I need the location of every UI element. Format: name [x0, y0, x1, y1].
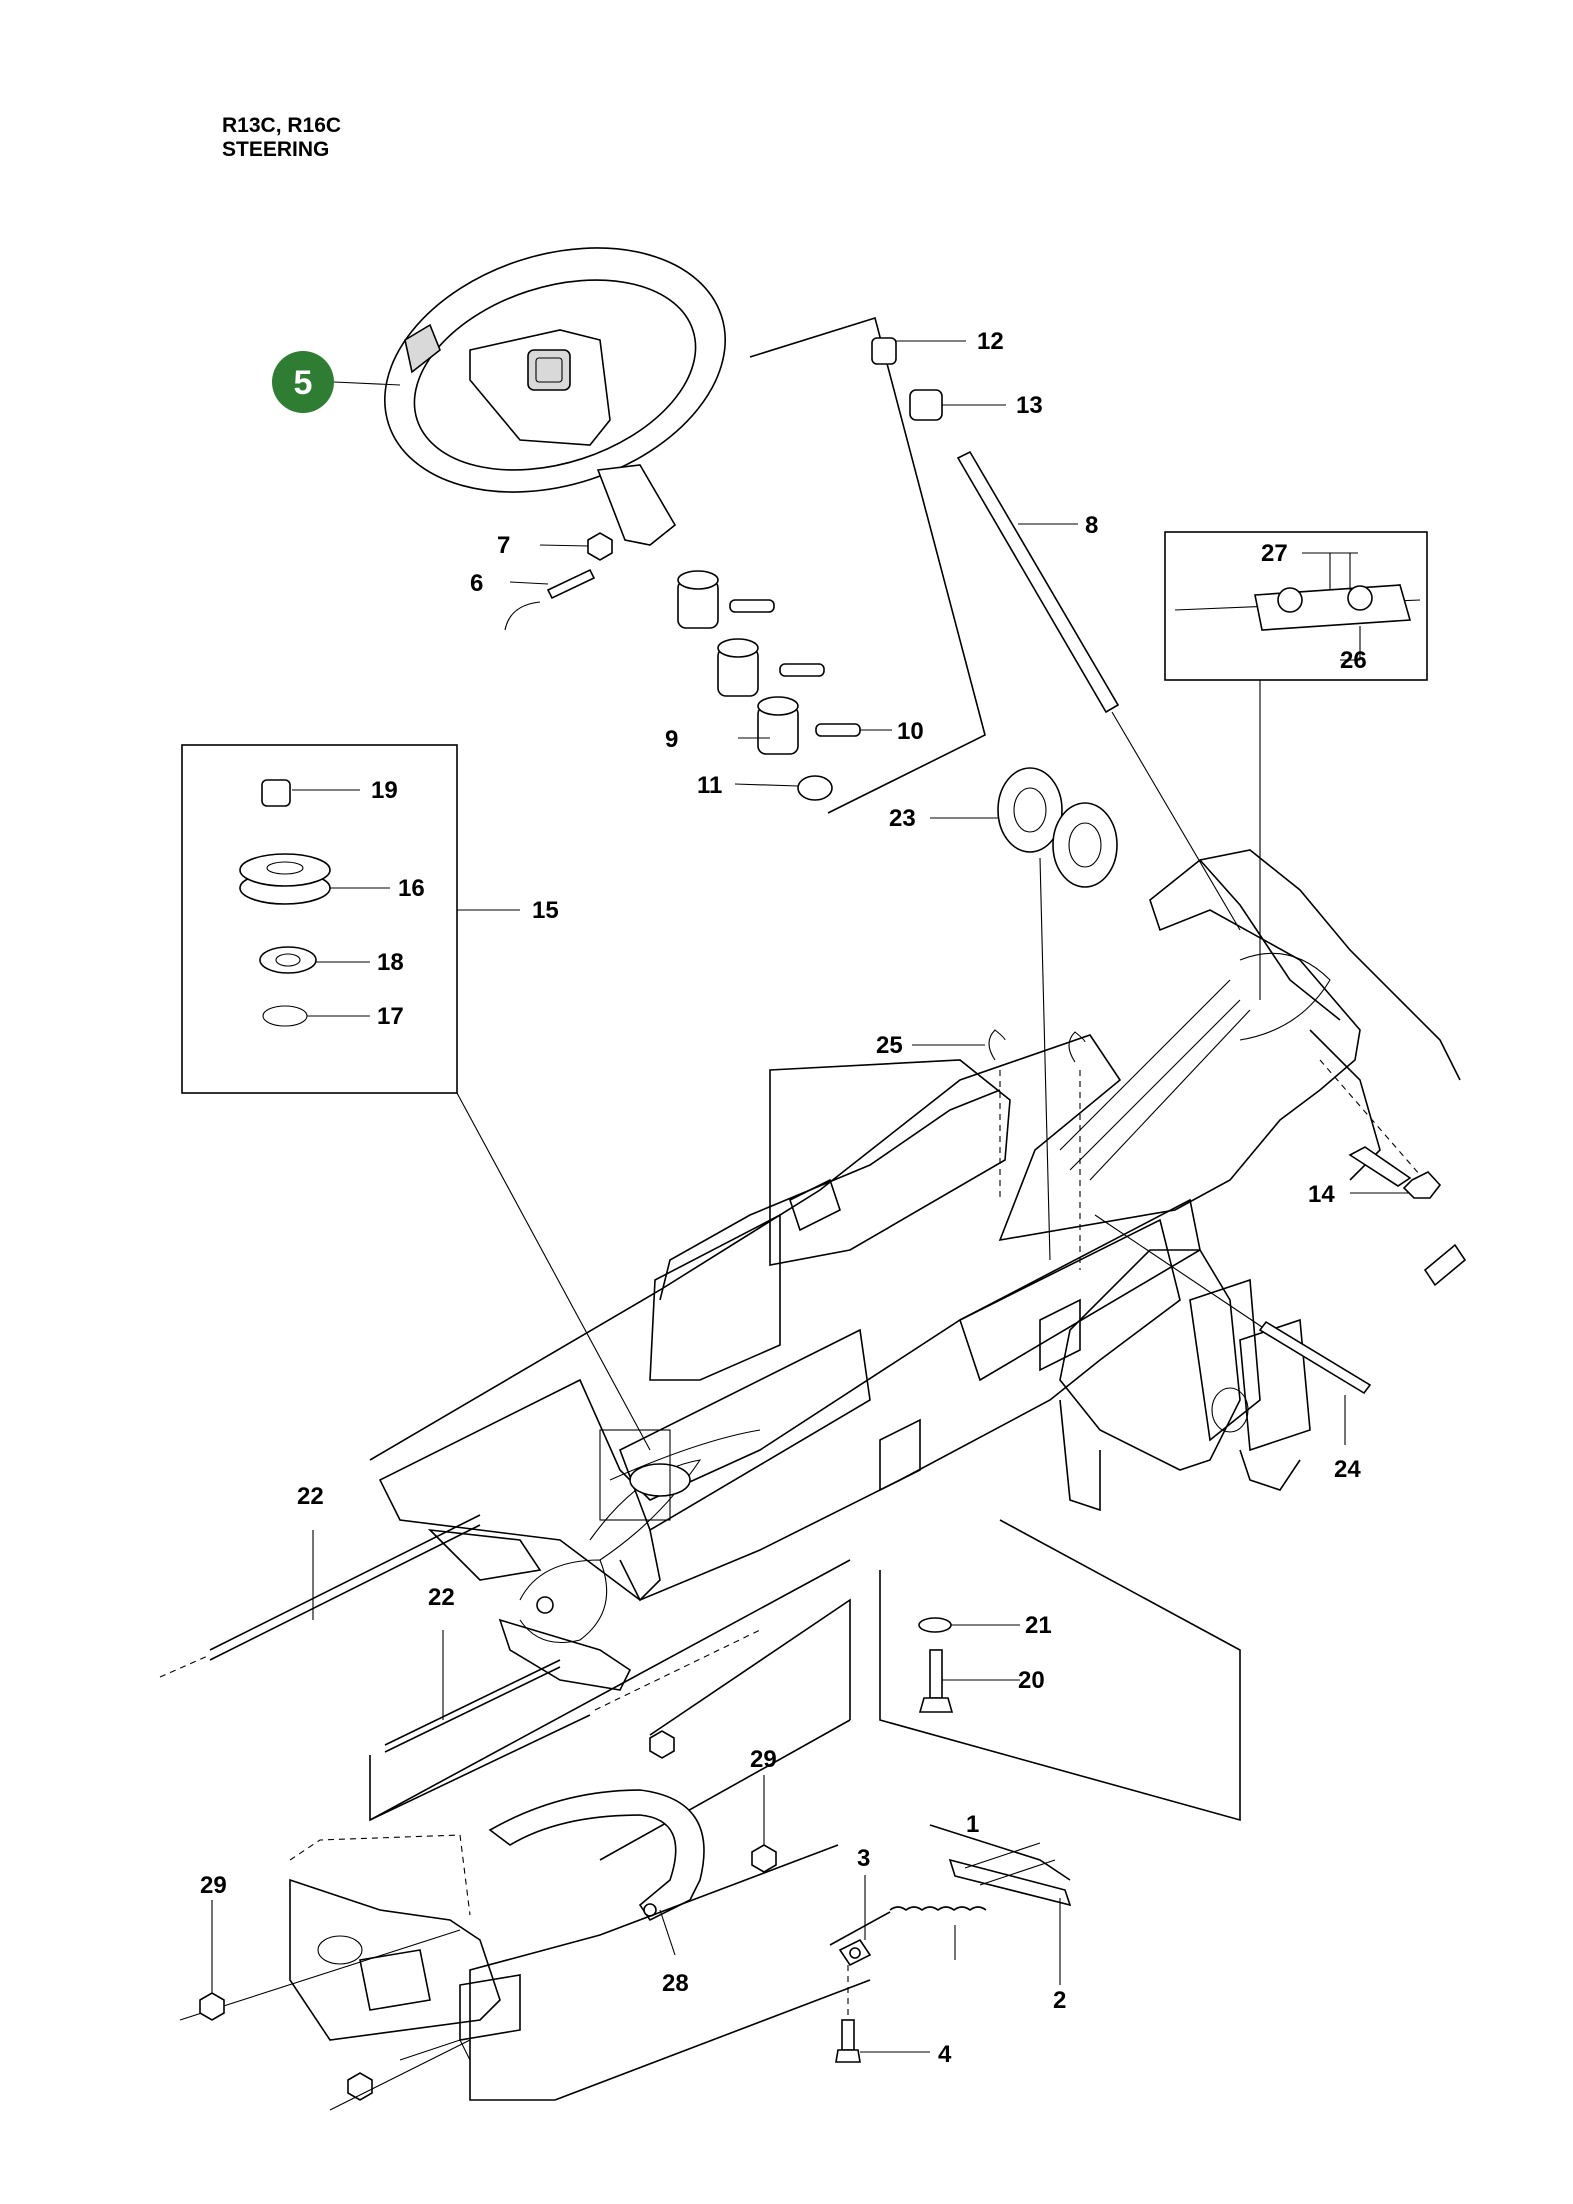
callout-28: 28 [662, 1970, 689, 1997]
callout-26: 26 [1340, 647, 1367, 674]
pulley-detail-box [181, 744, 651, 1451]
callout-29a: 29 [750, 1746, 777, 1773]
callout-badge: 5 [272, 351, 401, 413]
callout-12: 12 [977, 328, 1004, 355]
bolt-20-washer-21 [879, 1519, 1241, 1822]
strap-28 [469, 1730, 871, 2101]
callout-6: 6 [470, 570, 483, 597]
callout-15: 15 [532, 897, 559, 924]
callout-10: 10 [897, 718, 924, 745]
idler-pulleys [930, 767, 1118, 1261]
callout-20: 20 [1018, 1667, 1045, 1694]
callout-4: 4 [938, 2041, 952, 2068]
callout-23: 23 [889, 805, 916, 832]
callout-11: 11 [697, 772, 722, 799]
cable-detail-box [1164, 531, 1428, 1000]
callout-7: 7 [497, 532, 510, 559]
callout-16: 16 [398, 875, 425, 902]
tie-rods [159, 1514, 851, 1861]
clips [912, 1029, 1086, 1270]
steering-wheel [384, 247, 726, 546]
callout-24: 24 [1334, 1456, 1361, 1483]
callout-25: 25 [876, 1032, 903, 1059]
callout-27: 27 [1261, 540, 1288, 567]
callout-14: 14 [1308, 1181, 1335, 1208]
pin-24 [1094, 1214, 1372, 1445]
callout-1: 1 [966, 1811, 979, 1838]
steering-shaft [871, 337, 1241, 931]
callout-21: 21 [1025, 1612, 1052, 1639]
steering-shaft-group-frame [749, 316, 986, 814]
callout-8: 8 [1085, 512, 1098, 539]
callout-3: 3 [857, 1845, 870, 1872]
mower-frame [369, 849, 1461, 1691]
callout-2: 2 [1053, 1987, 1066, 2014]
steering-collars [677, 570, 892, 801]
bolt-14 [1319, 1059, 1467, 1287]
callout-13: 13 [1016, 392, 1043, 419]
callout-22b: 22 [428, 1584, 455, 1611]
badge-circle [272, 351, 334, 413]
callout-29b: 29 [200, 1872, 227, 1899]
badge-number: 5 [294, 364, 313, 402]
callout-19: 19 [371, 777, 398, 804]
diagram-header: R13C, R16C STEERING [222, 114, 341, 162]
model-label: R13C, R16C [222, 114, 342, 137]
callout-17: 17 [377, 1003, 404, 1030]
section-title: STEERING [222, 138, 330, 161]
lower-housing [179, 1834, 521, 2111]
parts-6-7 [504, 532, 613, 631]
callout-18: 18 [377, 949, 404, 976]
callout-labels: 1 2 3 4 6 7 8 9 10 11 12 13 14 15 16 17 … [200, 328, 1367, 2068]
callout-22a: 22 [297, 1483, 324, 1510]
callout-9: 9 [665, 726, 678, 753]
spring-assembly [829, 1824, 1072, 2063]
